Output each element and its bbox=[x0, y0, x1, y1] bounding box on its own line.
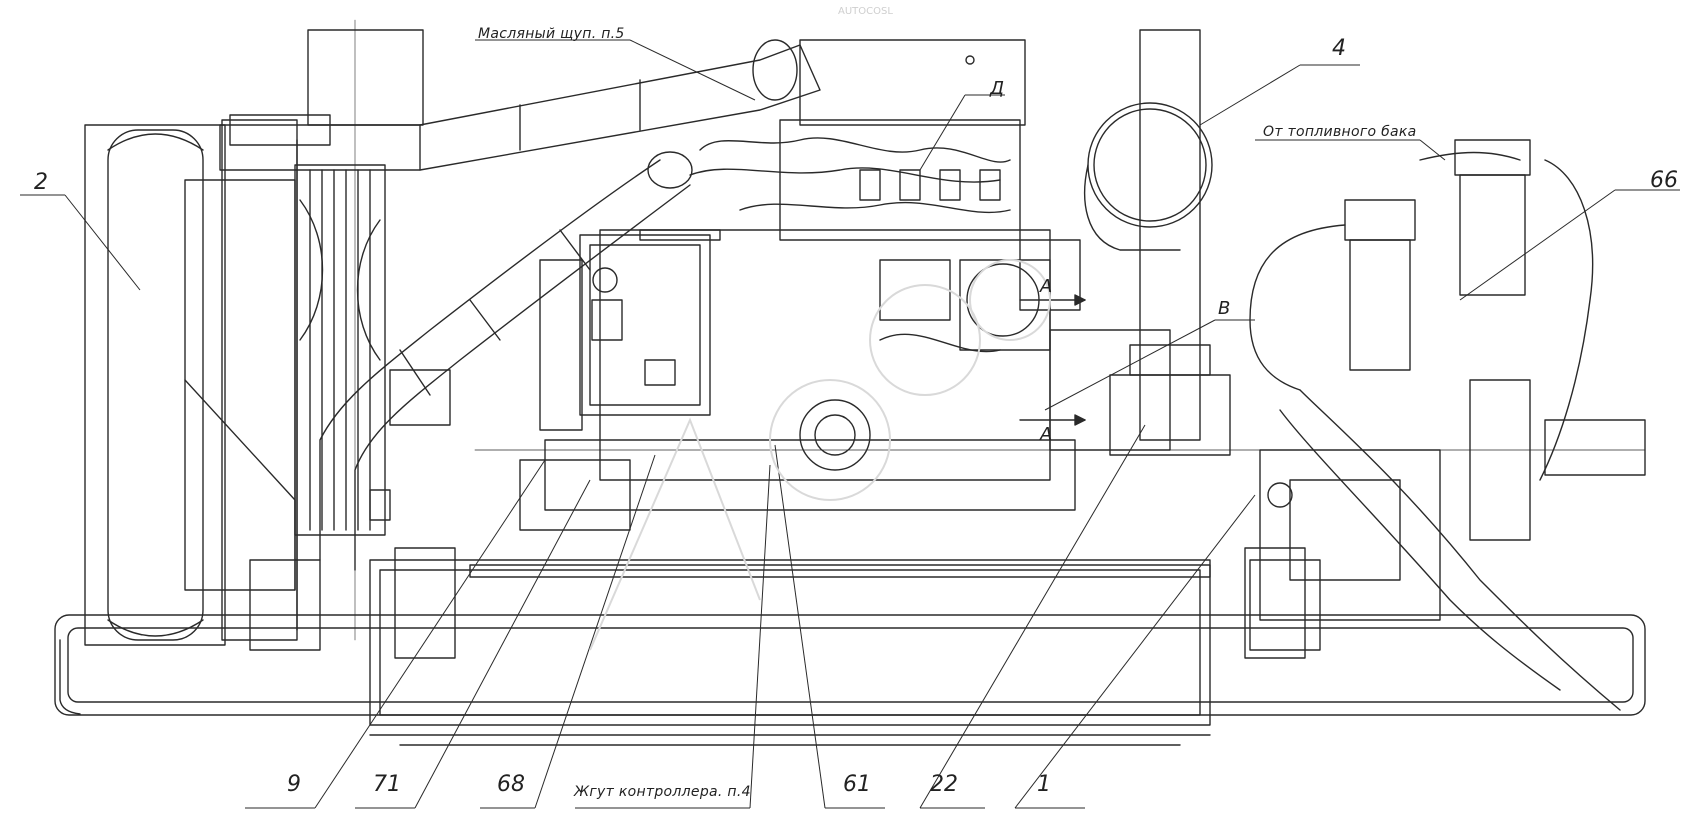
fan-guard bbox=[294, 164, 386, 536]
view-letter-a-bottom: А bbox=[1040, 424, 1053, 445]
injector-lines bbox=[689, 55, 1011, 214]
callout-2: 2 bbox=[34, 170, 48, 195]
callout-61: 61 bbox=[843, 772, 871, 797]
callout-1: 1 bbox=[1037, 772, 1051, 797]
charge-air-hose bbox=[319, 151, 693, 571]
view-arrows bbox=[1019, 294, 1086, 426]
watermark-text: AUTOCOSL bbox=[838, 6, 893, 17]
callout-71: 71 bbox=[373, 772, 401, 797]
note-controller-harness: Жгут контроллера. п.4 bbox=[574, 784, 751, 800]
engine-block bbox=[544, 39, 1171, 511]
engine-mount bbox=[369, 344, 1293, 531]
callout-4: 4 bbox=[1332, 36, 1346, 61]
note-from-fuel-tank: От топливного бака bbox=[1263, 124, 1417, 140]
note-oil-dipstick: Масляный щуп. п.5 bbox=[478, 26, 625, 42]
leader-lines bbox=[20, 39, 1680, 809]
callout-22: 22 bbox=[930, 772, 958, 797]
view-letter-a-top: А bbox=[1040, 276, 1053, 297]
view-letter-d: Д bbox=[990, 78, 1005, 99]
callout-68: 68 bbox=[497, 772, 525, 797]
engine-controller bbox=[539, 234, 711, 431]
hydraulic-pump bbox=[249, 449, 1441, 659]
air-filter bbox=[1084, 29, 1213, 441]
intake-pipe bbox=[219, 29, 821, 171]
watermark-mark bbox=[589, 259, 1051, 651]
fuel-filters bbox=[1249, 139, 1646, 711]
callout-9: 9 bbox=[287, 772, 301, 797]
radiator bbox=[84, 114, 331, 646]
base-frame bbox=[54, 559, 1646, 746]
view-letter-b: В bbox=[1218, 298, 1231, 319]
callout-66: 66 bbox=[1650, 168, 1678, 193]
